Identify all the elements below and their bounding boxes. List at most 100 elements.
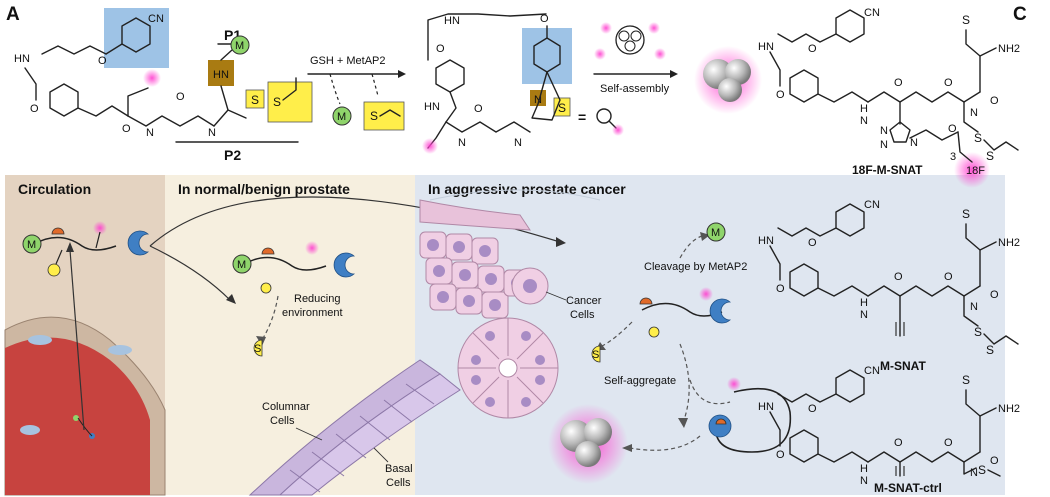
- glow-dot: [143, 69, 161, 87]
- o-label-c2b: O: [894, 271, 903, 283]
- acinus: [457, 317, 559, 419]
- self-aggregate-label: Self-aggregate: [604, 375, 676, 387]
- released-s-label: S: [370, 109, 378, 123]
- molecule-18f-m-snat: CN O HN O H N O O O N S NH2 S S N: [758, 7, 1020, 188]
- columnar-label-1: Columnar: [262, 401, 310, 413]
- carbonyl-o-left: O: [30, 103, 39, 115]
- o-label-c3c: O: [944, 437, 953, 449]
- f18-glow: [954, 152, 990, 188]
- hn-label-c1: HN: [758, 41, 774, 53]
- n-label-c3: N: [860, 475, 868, 487]
- triazole-n-3: N: [910, 137, 918, 149]
- o-label-cyclic-2: O: [474, 103, 483, 115]
- o-label-cyclic-ether: O: [540, 13, 549, 25]
- circulating-probe: M: [22, 221, 150, 277]
- panel-b: Circulation M In normal/benign prostate …: [4, 175, 1005, 496]
- simplified-probe: [596, 108, 612, 124]
- n-label-c1: N: [860, 115, 868, 127]
- thiazoline-n-box: [530, 90, 546, 106]
- s-label-c3b: S: [978, 463, 986, 477]
- o-label-c3: O: [808, 403, 817, 415]
- s-label-c2: S: [962, 207, 970, 221]
- h-label-c1: H: [860, 103, 868, 115]
- o-label-c1c: O: [944, 77, 953, 89]
- h-label-c3: H: [860, 463, 868, 475]
- name-m-snat-ctrl: M-SNAT-ctrl: [874, 481, 942, 495]
- thiazoline-s-box: [553, 97, 571, 117]
- name-18f-m-snat: 18F-M-SNAT: [852, 163, 923, 177]
- released-thiol-normal: [253, 339, 263, 357]
- cancer-cells-label-1: Cancer: [566, 295, 602, 307]
- released-m-label: M: [337, 111, 346, 123]
- cn-label-c2: CN: [864, 199, 880, 211]
- thiazoline-s: S: [558, 101, 566, 115]
- s-label-2: S: [273, 95, 281, 109]
- released-thiol-cancer: [591, 345, 601, 363]
- benzene-ring-left: [49, 83, 79, 117]
- o-label-c2d: O: [990, 289, 999, 301]
- s-label-c1c: S: [986, 149, 994, 163]
- glow-dot-cyclic: [422, 138, 438, 154]
- n-label-c2b: N: [970, 301, 978, 313]
- hn-label-c3: HN: [758, 401, 774, 413]
- cn-label-c1: CN: [864, 7, 880, 19]
- nh-label-2: N: [208, 127, 216, 139]
- aggregate-nanoparticle: [548, 404, 628, 484]
- cn-label-c3: CN: [864, 365, 880, 377]
- carbonyl-o-c3: O: [776, 449, 785, 461]
- o-label-cyclic: O: [436, 43, 445, 55]
- reducing-label-2: environment: [282, 307, 343, 319]
- normal-s-label: S: [254, 343, 261, 355]
- cancer-s-label: S: [592, 349, 599, 361]
- nh-label-1: N: [146, 127, 154, 139]
- cancer-title: In aggressive prostate cancer: [428, 181, 626, 197]
- cleaved-m-circle: [706, 222, 726, 242]
- normal-m-label: M: [237, 259, 246, 271]
- assembly-icon: [594, 22, 666, 60]
- o-label-2: O: [176, 91, 185, 103]
- normal-title: In normal/benign prostate: [178, 181, 350, 197]
- hn-label-cyclic-2: HN: [424, 101, 440, 113]
- basal-label-2: Cells: [386, 477, 411, 489]
- released-thiol-box: [363, 101, 405, 131]
- amine-highlight: [208, 60, 234, 86]
- h-label-c2: H: [860, 297, 868, 309]
- s-label-c1b: S: [974, 131, 982, 145]
- o-label-c1: O: [808, 43, 817, 55]
- blood-vessel: [4, 242, 166, 496]
- self-assembly-label: Self-assembly: [600, 83, 670, 95]
- triazole-n-1: N: [880, 125, 888, 137]
- o-label-left: O: [98, 55, 107, 67]
- circulation-m-label: M: [27, 239, 36, 251]
- cn-label: CN: [148, 13, 164, 25]
- f18-label: 18F: [966, 165, 985, 177]
- o-label-c1b: O: [894, 77, 903, 89]
- normal-prostate-bg: [165, 175, 415, 495]
- columnar-label-2: Cells: [270, 415, 295, 427]
- molecule-m-snat-ctrl: CN O HN O H N O O O N S NH2 S M-SNAT-c: [758, 365, 1020, 495]
- triazole-n-2: N: [880, 139, 888, 151]
- cleavage-label: Cleavage by MetAP2: [644, 261, 747, 273]
- hn-label-right: HN: [213, 69, 229, 81]
- thiazoline-n: N: [534, 94, 542, 106]
- o-label-c3b: O: [894, 437, 903, 449]
- panel-c: CN O HN O H N O O O N S NH2 S S N: [758, 7, 1020, 495]
- thiazoline-ring: [531, 71, 561, 121]
- cleaved-m-label: M: [711, 227, 720, 239]
- panel-letter-a: A: [6, 4, 20, 25]
- carbonyl-o-c2: O: [776, 283, 785, 295]
- macrocycle: [708, 377, 792, 453]
- cancer-cell-cluster: [419, 199, 559, 419]
- nh2-label-c3: NH2: [998, 403, 1020, 415]
- n-label-c3b: N: [970, 467, 978, 479]
- name-m-snat: M-SNAT: [880, 359, 926, 373]
- s-label-c1: S: [962, 13, 970, 27]
- m-circle-p1: [230, 35, 250, 55]
- s-label-c2b: S: [974, 325, 982, 339]
- o-label-c2: O: [808, 237, 817, 249]
- nanoparticle-sphere-3: [718, 78, 742, 102]
- peg-o-label: O: [948, 123, 957, 135]
- nh2-label-c1: NH2: [998, 43, 1020, 55]
- m-label-p1: M: [235, 40, 244, 52]
- reducing-label-1: Reducing: [294, 293, 340, 305]
